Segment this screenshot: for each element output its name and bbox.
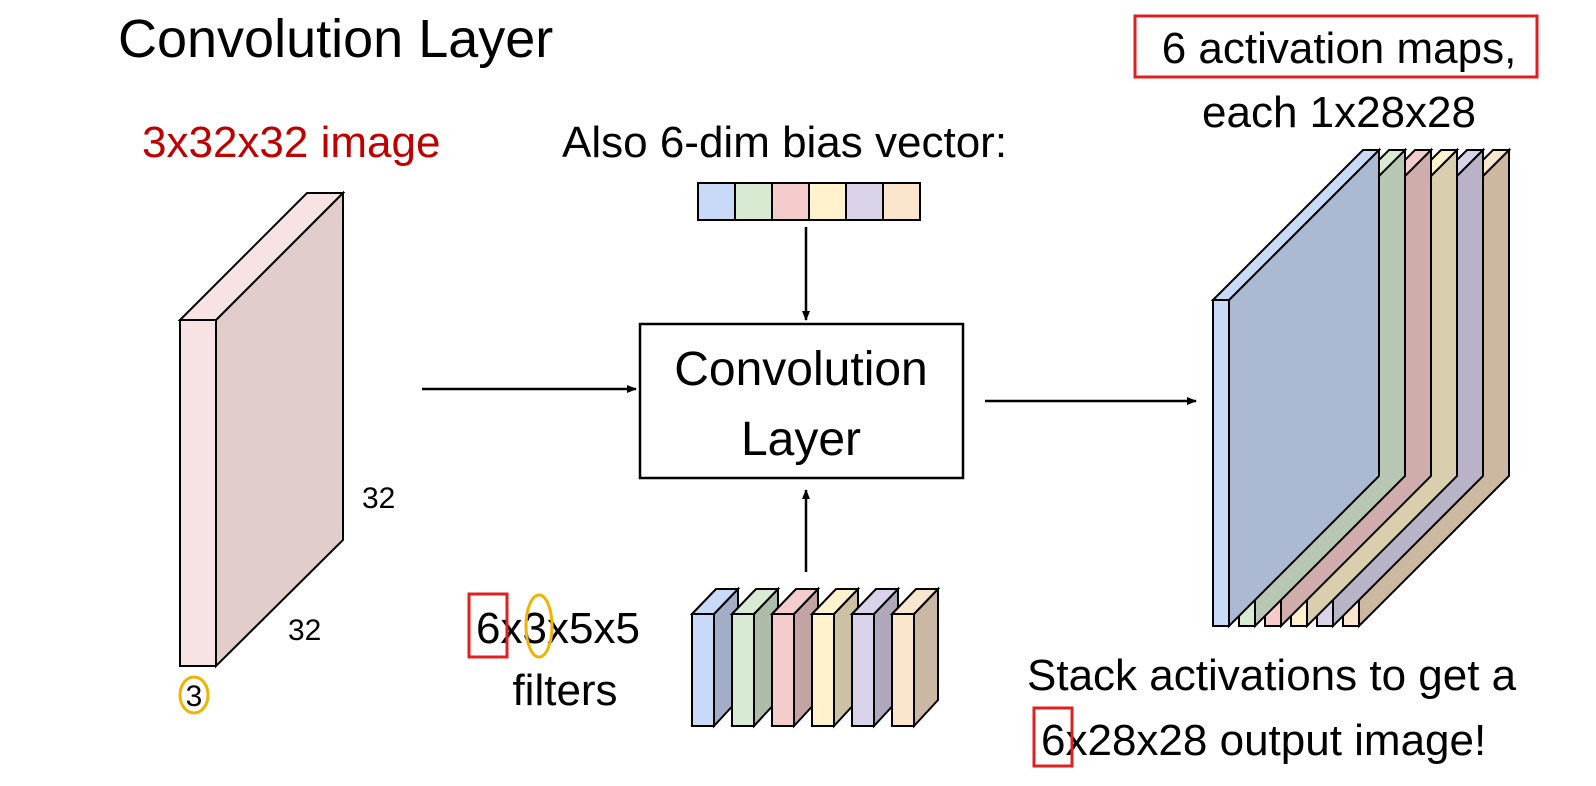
filter-block-front <box>731 613 755 727</box>
filter-block-front <box>851 613 875 727</box>
depth-highlight-circle <box>178 675 210 715</box>
filters-shape-label: 6x3x5x5 <box>476 604 640 653</box>
activation-map-1 <box>1210 147 1382 629</box>
input-image-label: 3x32x32 image <box>142 118 440 167</box>
stack-output-shape: x28x28 output image! <box>1065 716 1486 765</box>
bias-cell-4 <box>808 182 847 221</box>
filter-block-front <box>691 613 715 727</box>
filters-channel-highlight <box>524 593 554 659</box>
filter-block-front <box>771 613 795 727</box>
activation-maps-highlight <box>1133 14 1539 79</box>
output-activation-stack <box>1210 147 1512 629</box>
bias-vector <box>697 182 921 221</box>
input-depth-label: 3 <box>186 680 203 713</box>
filters-word: filters <box>512 666 617 715</box>
slide-title: Convolution Layer <box>118 9 553 69</box>
conv-box-line1: Convolution <box>674 343 928 396</box>
filters-count: 6 <box>476 604 500 653</box>
filters-sep: x <box>500 604 522 653</box>
conv-box-line2: Layer <box>741 413 861 466</box>
bias-cell-2 <box>734 182 773 221</box>
input-height-label: 32 <box>362 482 395 515</box>
filters-count-highlight <box>467 592 509 659</box>
activation-maps-line2: each 1x28x28 <box>1202 88 1476 137</box>
conv-layer-box <box>638 322 965 480</box>
filter-block-6 <box>889 586 941 729</box>
stack-output-channels: 6 <box>1041 716 1065 765</box>
activation-maps-line1: 6 activation maps, <box>1162 24 1517 73</box>
bias-vector-label: Also 6-dim bias vector: <box>562 118 1007 167</box>
stack-caption-line2: 6x28x28 output image! <box>1041 716 1486 765</box>
filter-block-front <box>891 613 915 727</box>
filter-block-3 <box>769 586 821 729</box>
filter-blocks <box>689 586 941 729</box>
stack-channels-highlight <box>1032 706 1074 768</box>
bias-cell-3 <box>771 182 810 221</box>
input-image-block <box>177 190 346 669</box>
input-block-front <box>179 319 217 667</box>
bias-cell-1 <box>697 182 736 221</box>
filters-kernel-size: x5x5 <box>547 604 640 653</box>
activation-map-front <box>1212 299 1230 627</box>
input-width-label: 32 <box>288 614 321 647</box>
bias-cell-6 <box>882 182 921 221</box>
filter-block-front <box>811 613 835 727</box>
stack-caption-line1: Stack activations to get a <box>1027 651 1517 700</box>
bias-cell-5 <box>845 182 884 221</box>
